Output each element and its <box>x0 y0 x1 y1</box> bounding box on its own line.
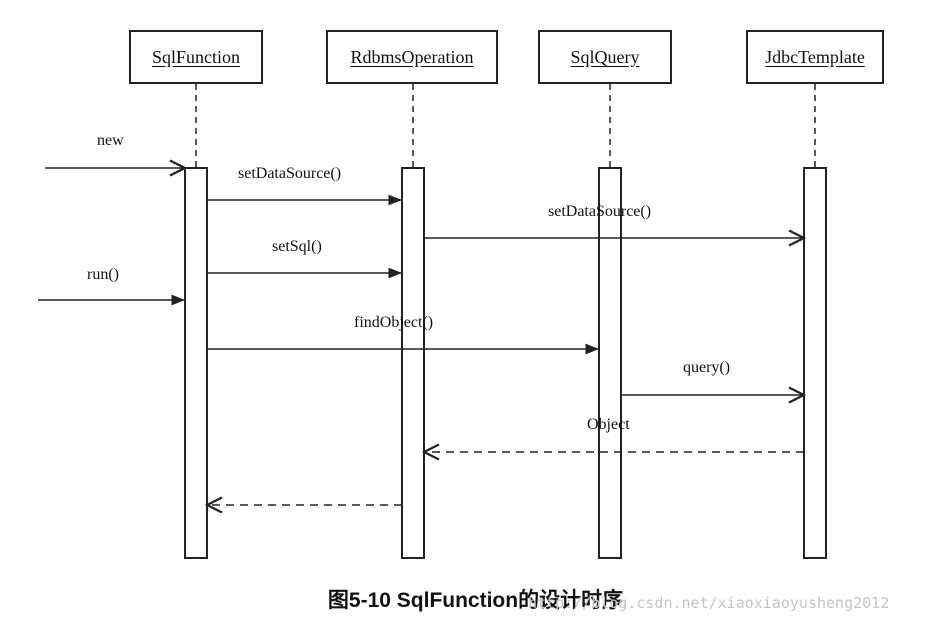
label-new: new <box>97 132 124 149</box>
watermark: http://blog.csdn.net/xiaoxiaoyusheng2012 <box>528 594 890 612</box>
activation-sqlfunction <box>184 167 208 559</box>
label-setdatasource-2: setDataSource() <box>548 203 652 220</box>
participant-sqlfunction: SqlFunction <box>129 30 263 84</box>
label-query: query() <box>683 359 731 376</box>
figure-caption: 图5-10 SqlFunction的设计时序 <box>327 589 624 612</box>
participant-sqlquery: SqlQuery <box>538 30 672 84</box>
label-object-return: Object <box>587 416 630 433</box>
label-run: run() <box>87 266 119 283</box>
participant-rdbmsoperation: RdbmsOperation <box>326 30 498 84</box>
activation-rdbmsoperation <box>401 167 425 559</box>
activation-sqlquery <box>598 167 622 559</box>
label-setdatasource-1: setDataSource() <box>238 165 342 182</box>
participant-jdbctemplate: JdbcTemplate <box>746 30 884 84</box>
activation-jdbctemplate <box>803 167 827 559</box>
label-findobject: findObject() <box>354 314 434 331</box>
label-setsql: setSql() <box>272 238 322 255</box>
